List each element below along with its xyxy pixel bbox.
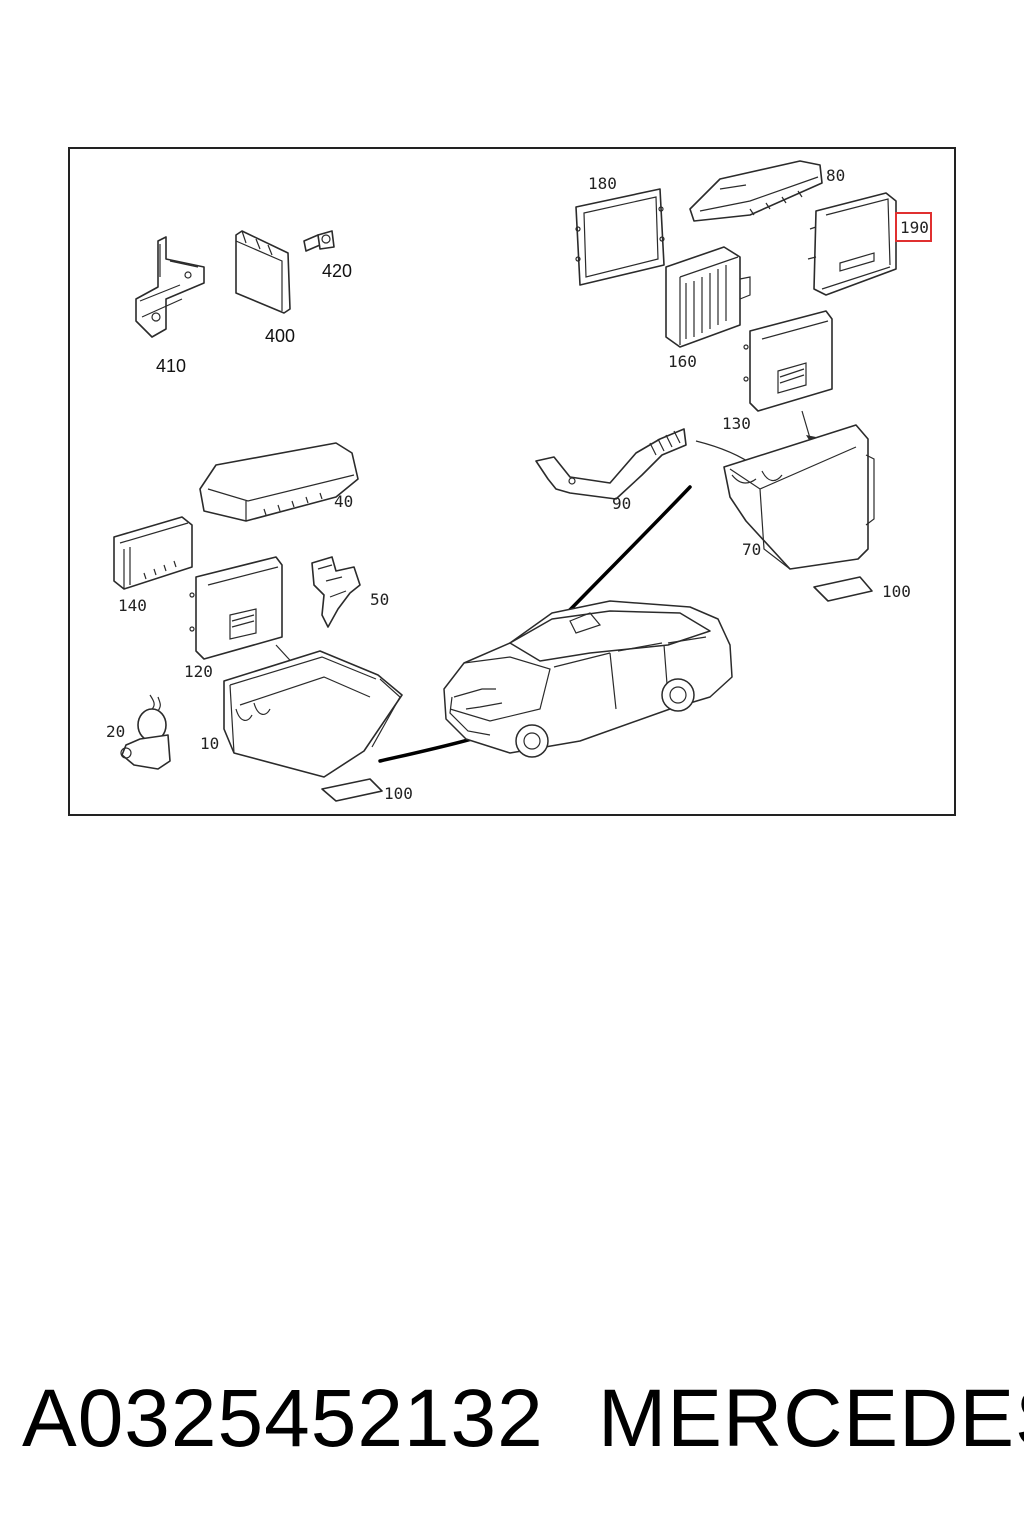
brand-name: MERCEDES — [598, 1373, 1024, 1464]
label-100-left[interactable]: 100 — [384, 784, 413, 803]
part-40-cover[interactable] — [199, 442, 359, 522]
label-400[interactable]: 400 — [265, 326, 295, 346]
part-100-filter-left[interactable] — [321, 778, 383, 802]
label-410[interactable]: 410 — [156, 356, 186, 376]
label-180[interactable]: 180 — [588, 174, 617, 193]
part-number: A0325452132 — [22, 1373, 544, 1464]
label-80[interactable]: 80 — [826, 166, 845, 185]
parts-diagram-svg: 410 400 420 180 80 190 160 — [106, 160, 932, 803]
part-180-module[interactable] — [575, 188, 665, 286]
label-130[interactable]: 130 — [722, 414, 751, 433]
label-10[interactable]: 10 — [200, 734, 219, 753]
car-illustration — [443, 600, 733, 758]
label-100-right[interactable]: 100 — [882, 582, 911, 601]
part-400-module[interactable] — [235, 230, 291, 314]
part-410-bracket[interactable] — [135, 236, 205, 338]
label-190[interactable]: 190 — [900, 218, 929, 237]
part-140-module[interactable] — [113, 516, 193, 590]
label-420[interactable]: 420 — [322, 261, 352, 281]
label-50[interactable]: 50 — [370, 590, 389, 609]
part-420-screw[interactable] — [303, 230, 335, 252]
part-120-module[interactable] — [189, 556, 283, 660]
part-20-pump[interactable] — [120, 694, 171, 770]
part-10-box[interactable] — [223, 650, 403, 778]
part-130-module[interactable] — [743, 310, 833, 412]
label-70[interactable]: 70 — [742, 540, 761, 559]
label-90[interactable]: 90 — [612, 494, 631, 513]
part-80-cover[interactable] — [689, 160, 823, 222]
label-20[interactable]: 20 — [106, 722, 125, 741]
part-70-box[interactable] — [723, 424, 875, 570]
parts-diagram: 410 400 420 180 80 190 160 — [68, 147, 956, 816]
part-100-filter-right[interactable] — [813, 576, 873, 602]
part-90-duct[interactable] — [535, 428, 687, 500]
part-160-module[interactable] — [665, 246, 751, 348]
part-190-module[interactable] — [807, 192, 897, 296]
part-50-bracket[interactable] — [311, 556, 361, 628]
label-120[interactable]: 120 — [184, 662, 213, 681]
label-160[interactable]: 160 — [668, 352, 697, 371]
label-40[interactable]: 40 — [334, 492, 353, 511]
label-190-highlight — [895, 212, 932, 242]
label-140[interactable]: 140 — [118, 596, 147, 615]
